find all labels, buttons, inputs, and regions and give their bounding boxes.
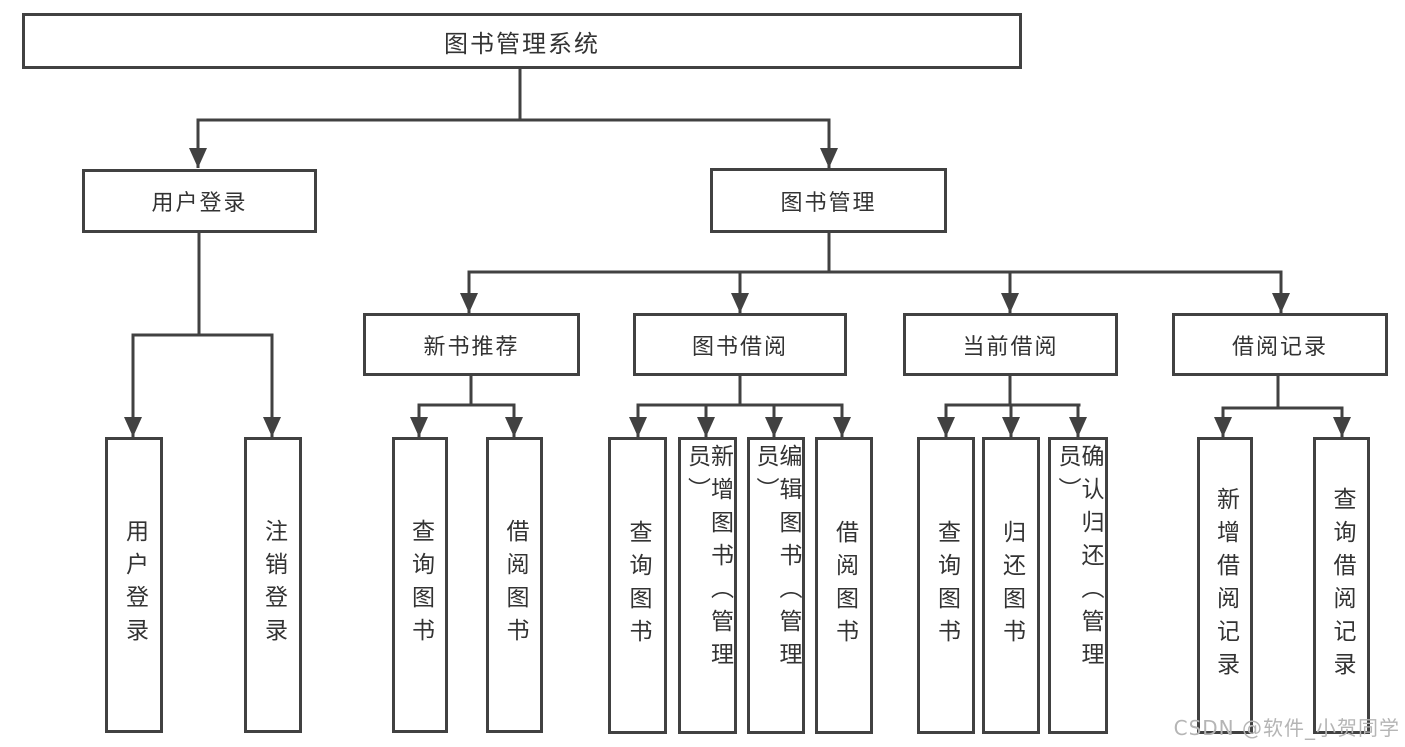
- leaf-bb-edit-book-admin: 编辑图书（管理员）: [747, 437, 805, 734]
- csdn-watermark: CSDN @软件_小贺同学: [1173, 716, 1400, 740]
- node-current-borrowing: 当前借阅: [903, 313, 1118, 376]
- leaf-cb-query-books: 查询图书: [917, 437, 975, 734]
- leaf-bb-query-books: 查询图书: [608, 437, 667, 734]
- node-book-management: 图书管理: [710, 168, 947, 233]
- leaf-br-query-record: 查询借阅记录: [1313, 437, 1370, 734]
- node-user-login: 用户登录: [82, 169, 317, 233]
- node-new-book-recommend: 新书推荐: [363, 313, 580, 376]
- leaf-nbr-borrow-books: 借阅图书: [486, 437, 543, 733]
- leaf-cb-confirm-return-admin: 确认归还（管理员）: [1048, 437, 1108, 734]
- leaf-cb-return-books: 归还图书: [982, 437, 1040, 734]
- leaf-bb-add-book-admin: 新增图书（管理员）: [678, 437, 737, 734]
- node-book-borrowing: 图书借阅: [633, 313, 847, 376]
- node-borrowing-records: 借阅记录: [1172, 313, 1388, 376]
- leaf-logout: 注销登录: [244, 437, 302, 733]
- leaf-nbr-query-books: 查询图书: [392, 437, 448, 733]
- leaf-user-login: 用户登录: [105, 437, 163, 733]
- leaf-br-add-record: 新增借阅记录: [1197, 437, 1253, 734]
- node-library-system: 图书管理系统: [22, 13, 1022, 69]
- leaf-bb-borrow-books: 借阅图书: [815, 437, 873, 734]
